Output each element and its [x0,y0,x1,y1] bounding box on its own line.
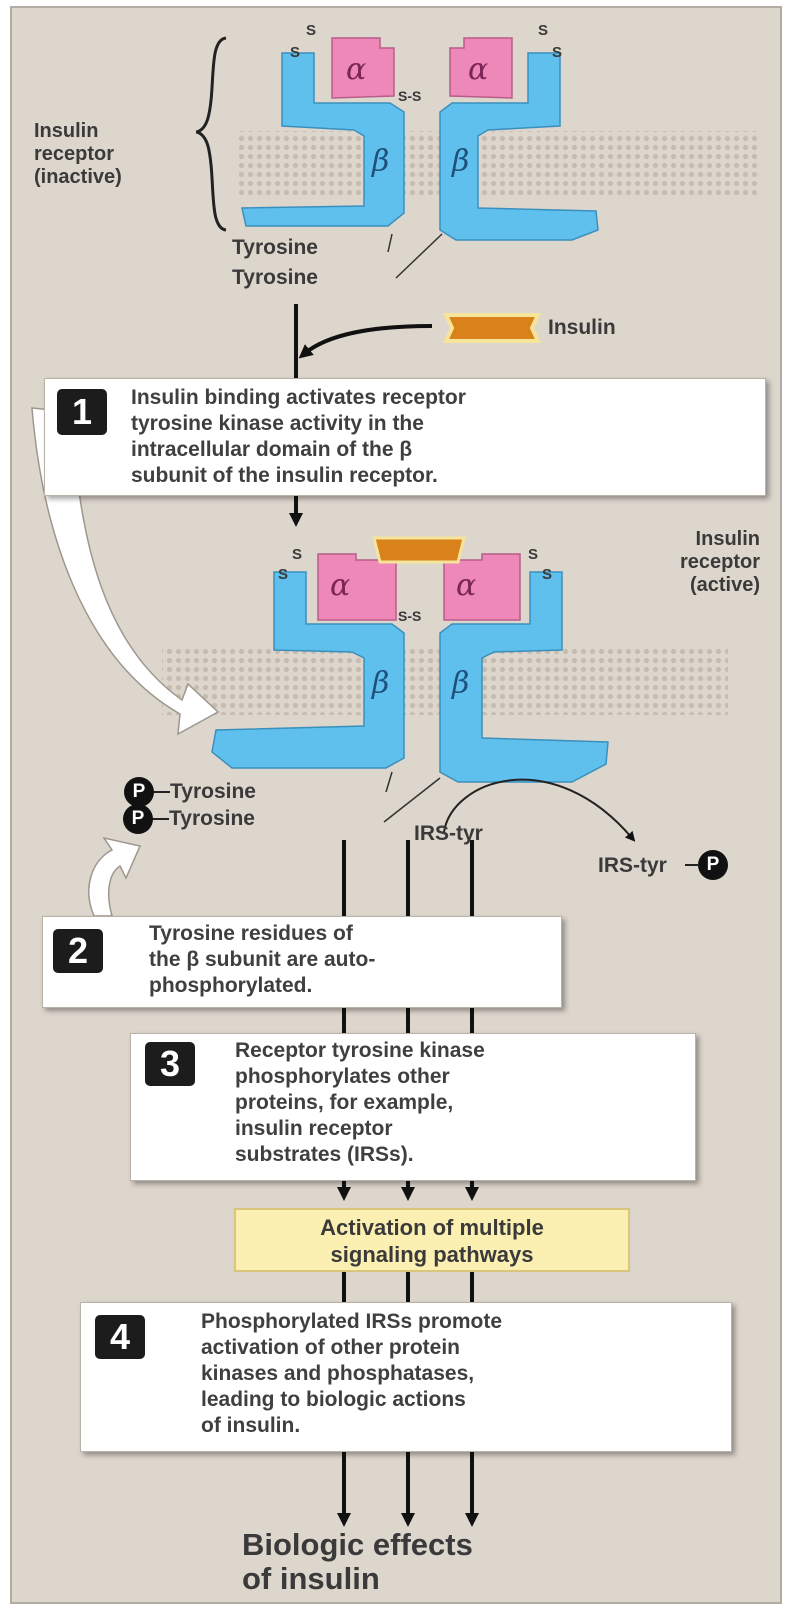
phosphate-irs: P [698,850,728,880]
step-2-box: 2 Tyrosine residues of the β subunit are… [42,916,562,1008]
active-alpha-right-symbol: α [456,568,476,603]
s-label-3: S [538,22,548,39]
tyrosine-leader-2 [396,234,442,278]
step-4-text: Phosphorylated IRSs promote activation o… [201,1309,502,1439]
beta-left-symbol: β [372,144,389,179]
insulin-receptor-active-label: Insulin receptor (active) [610,528,760,597]
alpha-right-symbol: α [468,52,488,87]
active-tyrosine-label-1: Tyrosine [170,780,256,804]
step-1-text: Insulin binding activates receptor tyros… [131,385,466,489]
alpha-left-symbol: α [346,52,366,87]
s-label-4: S [552,44,562,61]
s-label-2: S [290,44,300,61]
phosphate-2: P [123,804,153,834]
insulin-label: Insulin [548,316,616,340]
tyrosine-label-1: Tyrosine [232,236,318,260]
insulin-receptor-inactive-label: Insulin receptor (inactive) [34,120,122,189]
insulin-molecule [446,315,538,341]
active-alpha-left-symbol: α [330,568,350,603]
active-tyr-leader-2 [384,778,440,822]
activation-box: Activation of multiple signaling pathway… [234,1208,630,1272]
active-s-label-3: S [528,546,538,563]
irs-tyr-phosphorylated-label: IRS-tyr [598,854,667,878]
ss-label: S-S [398,88,421,104]
inactive-receptor [237,38,757,240]
active-s-label-4: S [542,566,552,583]
active-s-label-1: S [292,546,302,563]
step-2-text: Tyrosine residues of the β subunit are a… [149,921,375,999]
active-beta-left-symbol: β [372,666,389,701]
beta-right-symbol: β [452,144,469,179]
s-label-1: S [306,22,316,39]
step-3-number: 3 [145,1042,195,1086]
bound-insulin [374,538,464,562]
step-3-box: 3 Receptor tyrosine kinase phosphorylate… [130,1033,696,1181]
insulin-curve-arrow [304,326,432,354]
tyrosine-leader-1 [388,234,392,252]
active-ss-label: S-S [398,608,421,624]
step-1-number: 1 [57,389,107,435]
active-tyr-leader-1 [386,772,392,792]
active-tyrosine-label-2: Tyrosine [169,807,255,831]
irs-tyr-label: IRS-tyr [414,822,483,846]
active-beta-right-symbol: β [452,666,469,701]
diagram-panel: Insulin receptor (inactive) α α β β S S … [10,6,782,1604]
phosphate-1: P [124,777,154,807]
active-s-label-2: S [278,566,288,583]
tyrosine-label-2: Tyrosine [232,266,318,290]
final-effects-label: Biologic effects of insulin [242,1528,473,1596]
step-4-number: 4 [95,1315,145,1359]
step2-curved-arrow [89,838,140,916]
step-3-text: Receptor tyrosine kinase phosphorylates … [235,1038,485,1168]
receptor-bracket [196,38,226,230]
step-1-box: 1 Insulin binding activates receptor tyr… [44,378,766,496]
membrane-inactive [237,131,757,199]
step-4-box: 4 Phosphorylated IRSs promote activation… [80,1302,732,1452]
step-2-number: 2 [53,929,103,973]
